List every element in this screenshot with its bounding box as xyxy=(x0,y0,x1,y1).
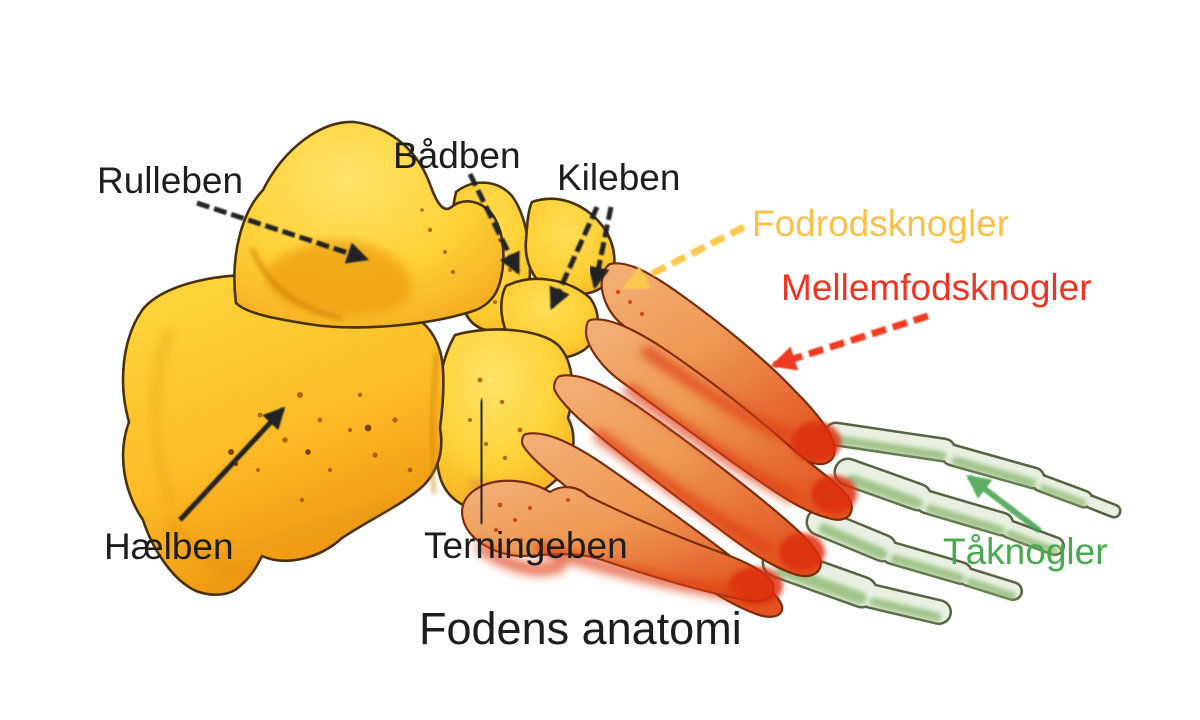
terningeben-arrow xyxy=(470,397,493,525)
label-taknogler: Tåknogler xyxy=(943,531,1108,572)
badben-arrow xyxy=(467,172,521,275)
mellemfodsknogler-arrow xyxy=(770,312,930,371)
label-fodrodsknogler: Fodrodsknogler xyxy=(752,203,1010,244)
bone-speckles xyxy=(228,208,645,542)
metatarsal-group xyxy=(461,262,853,618)
tarsal-shading xyxy=(151,240,531,576)
diagram-title: Fodens anatomi xyxy=(419,603,742,654)
label-terningeben: Terningeben xyxy=(424,525,628,566)
label-badben: Bådben xyxy=(393,135,521,176)
kileben-arrow-right xyxy=(587,206,614,290)
fodrodsknogler-arrow xyxy=(622,223,746,291)
kileben-arrow-left xyxy=(549,205,600,311)
annotation-arrows xyxy=(178,172,1042,534)
rulleben-arrow xyxy=(196,200,370,264)
label-haelben: Hælben xyxy=(104,526,234,567)
metatarsal-2 xyxy=(584,318,853,521)
taknogler-arrow xyxy=(966,474,1042,534)
label-rulleben: Rulleben xyxy=(97,160,244,201)
label-kileben: Kileben xyxy=(557,157,681,198)
label-mellemfodsknogler: Mellemfodsknogler xyxy=(781,267,1092,308)
metatarsal-3 xyxy=(552,374,822,578)
haelben-arrow xyxy=(178,406,286,522)
metatarsal-shading xyxy=(476,345,857,605)
